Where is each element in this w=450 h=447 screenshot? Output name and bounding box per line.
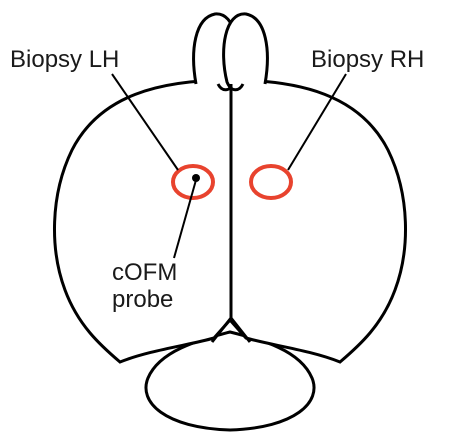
label-biopsy-lh: Biopsy LH: [10, 48, 119, 72]
label-probe-line1: cOFM: [112, 260, 177, 287]
label-probe-line2: probe: [112, 287, 177, 314]
olfactory-bulb-right: [224, 14, 268, 90]
label-biopsy-rh: Biopsy RH: [311, 48, 424, 72]
label-cofm-probe: cOFM probe: [112, 260, 177, 314]
